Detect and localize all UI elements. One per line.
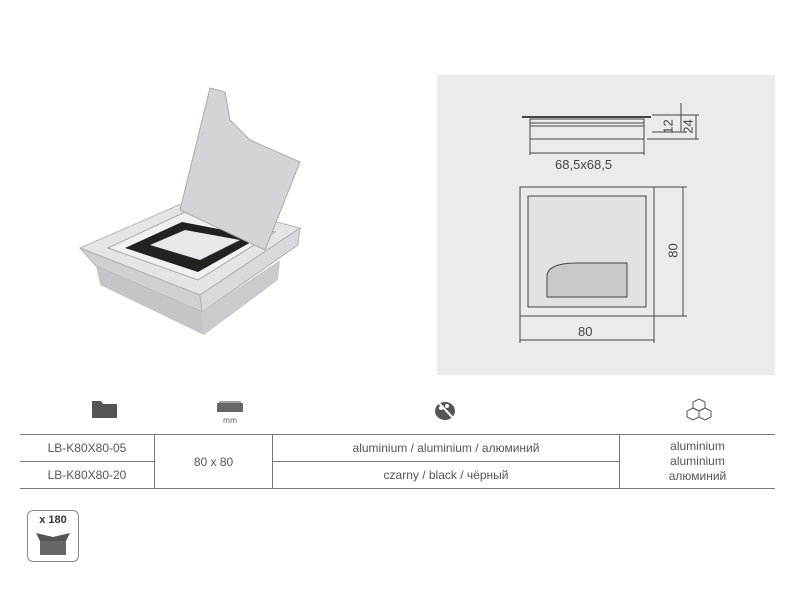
dim-h2: 24 <box>680 119 696 134</box>
size-cell: 80 x 80 <box>154 434 273 489</box>
technical-drawing-panel: 68,5x68,5 12 24 80 80 <box>437 75 775 375</box>
dim-h1: 12 <box>660 119 676 134</box>
color-cell: czarny / black / чёрный <box>272 461 620 489</box>
box-icon <box>36 533 70 555</box>
package-quantity-badge: x 180 <box>27 510 79 562</box>
folder-icon <box>92 401 117 418</box>
color-cell: aluminium / aluminium / алюминий <box>272 434 620 462</box>
material-line: aluminium <box>670 454 725 468</box>
technical-drawing <box>519 103 699 343</box>
product-code: LB-K80X80-20 <box>20 461 155 489</box>
product-code: LB-K80X80-05 <box>20 434 155 462</box>
material-cell: aluminium aluminium алюминий <box>619 434 775 489</box>
ruler-mm-icon: mm <box>215 398 245 425</box>
mm-label: mm <box>222 416 238 425</box>
material-line: aluminium <box>670 439 725 453</box>
table-row: LB-K80X80-05 80 x 80 aluminium / alumini… <box>20 434 775 489</box>
dim-height: 80 <box>665 243 681 258</box>
dim-side: 68,5x68,5 <box>555 157 613 172</box>
product-table: LB-K80X80-05 80 x 80 aluminium / alumini… <box>20 434 775 489</box>
palette-icon <box>435 400 456 421</box>
dim-width: 80 <box>578 324 593 339</box>
package-quantity: x 180 <box>39 514 67 526</box>
material-line: алюминий <box>668 469 727 483</box>
table-row: LB-K80X80-20 czarny / black / чёрный <box>20 461 775 489</box>
product-image <box>78 87 302 335</box>
cubes-icon <box>686 398 712 421</box>
